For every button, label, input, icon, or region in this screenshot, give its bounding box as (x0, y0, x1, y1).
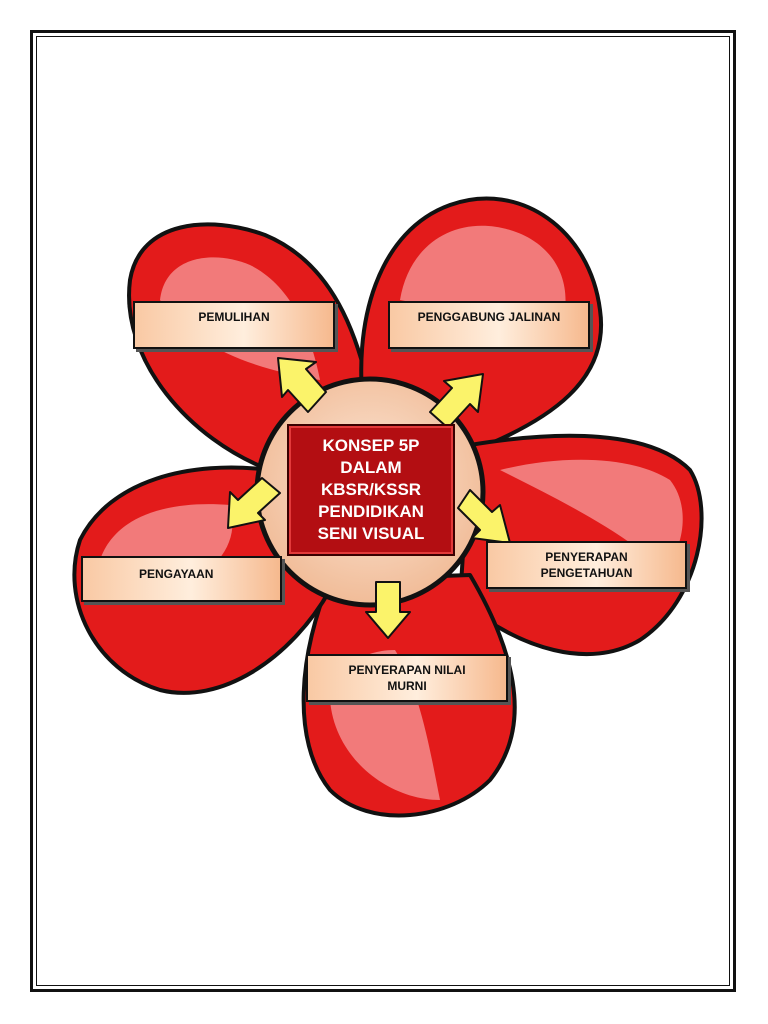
label-penyerapan-pengetahuan: PENYERAPAN PENGETAHUAN (486, 541, 687, 589)
label-penggabung-jalinan: PENGGABUNG JALINAN (388, 301, 590, 349)
label-penyerapan-nilai-murni: PENYERAPAN NILAI MURNI (306, 654, 508, 702)
label-pemulihan: PEMULIHAN (133, 301, 335, 349)
arrow-up-left-icon (277, 357, 327, 413)
label-pengayaan: PENGAYAAN (81, 556, 282, 602)
page-frame (30, 30, 736, 992)
center-title-box: KONSEP 5P DALAM KBSR/KSSR PENDIDIKAN SEN… (287, 424, 455, 556)
arrow-down-icon (365, 581, 411, 639)
arrow-down-right-icon (457, 489, 511, 544)
arrow-down-left-icon (227, 477, 281, 529)
